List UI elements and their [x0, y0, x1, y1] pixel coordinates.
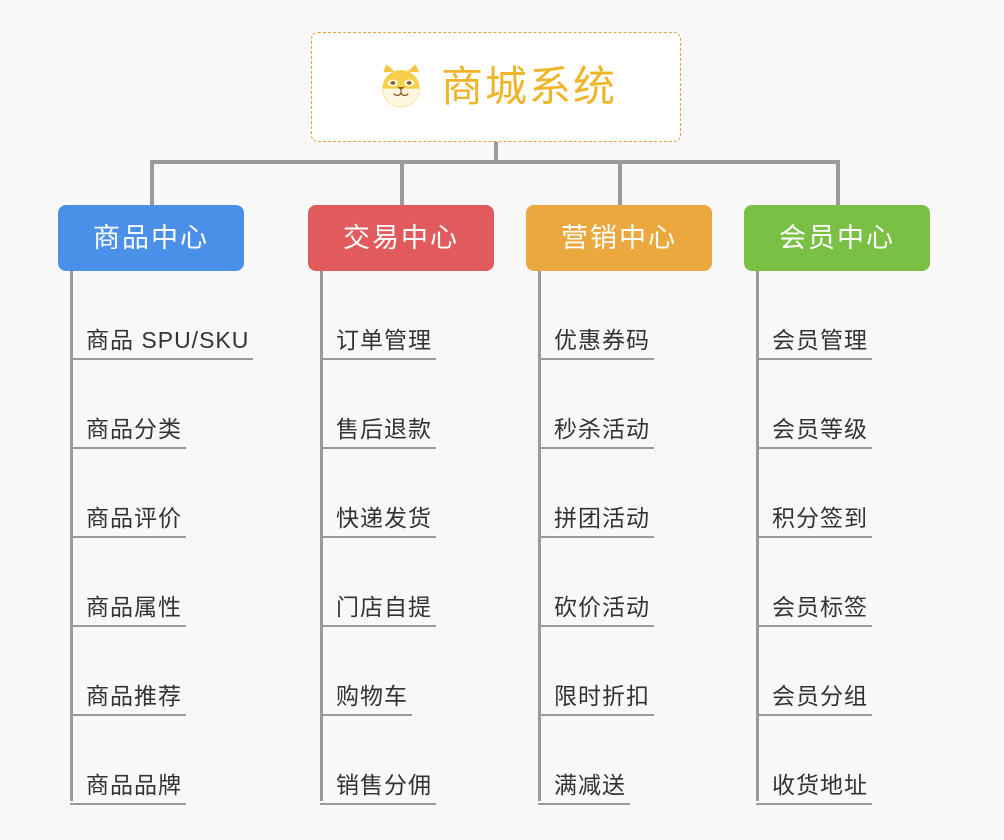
leaf-label: 收货地址: [772, 771, 868, 798]
leaf-item[interactable]: 限时折扣: [538, 627, 712, 716]
leaf-underline: [538, 803, 630, 805]
leaf-item[interactable]: 商品推荐: [70, 627, 244, 716]
leaf-item[interactable]: 满减送: [538, 716, 712, 805]
leaf-label: 会员标签: [772, 593, 868, 620]
leaf-label: 售后退款: [336, 415, 432, 442]
leaf-item[interactable]: 拼团活动: [538, 449, 712, 538]
connector-drop-2: [400, 160, 404, 208]
leaf-label: 商品评价: [86, 504, 182, 531]
leaf-label: 商品推荐: [86, 682, 182, 709]
leaf-label: 限时折扣: [554, 682, 650, 709]
category-column-2: 交易中心 订单管理 售后退款 快递发货 门店自提 购物车 销售分佣: [308, 205, 494, 805]
leaf-underline: [538, 714, 654, 716]
leaf-underline: [756, 714, 872, 716]
leaf-list-4: 会员管理 会员等级 积分签到 会员标签 会员分组 收货地址: [744, 271, 930, 805]
leaf-label: 订单管理: [336, 326, 432, 353]
leaf-item[interactable]: 购物车: [320, 627, 494, 716]
leaf-item[interactable]: 商品评价: [70, 449, 244, 538]
leaf-item[interactable]: 积分签到: [756, 449, 930, 538]
leaf-underline: [70, 536, 186, 538]
leaf-item[interactable]: 商品分类: [70, 360, 244, 449]
leaf-underline: [756, 358, 872, 360]
leaf-item[interactable]: 商品品牌: [70, 716, 244, 805]
leaf-item[interactable]: 商品 SPU/SKU: [70, 271, 254, 360]
leaf-list-3: 优惠券码 秒杀活动 拼团活动 砍价活动 限时折扣 满减送: [526, 271, 712, 805]
leaf-label: 秒杀活动: [554, 415, 650, 442]
category-label-1: 商品中心: [93, 222, 209, 253]
leaf-item[interactable]: 会员管理: [756, 271, 930, 360]
category-header-3[interactable]: 营销中心: [526, 205, 712, 271]
category-label-3: 营销中心: [561, 222, 677, 253]
leaf-label: 商品属性: [86, 593, 182, 620]
leaf-underline: [70, 358, 254, 360]
connector-drop-3: [618, 160, 622, 208]
leaf-label: 会员等级: [772, 415, 868, 442]
category-header-4[interactable]: 会员中心: [744, 205, 930, 271]
leaf-item[interactable]: 商品属性: [70, 538, 244, 627]
root-title: 商城系统: [440, 63, 617, 110]
category-header-2[interactable]: 交易中心: [308, 205, 494, 271]
leaf-underline: [756, 447, 872, 449]
category-column-4: 会员中心 会员管理 会员等级 积分签到 会员标签 会员分组 收货地址: [744, 205, 930, 805]
leaf-label: 商品分类: [86, 415, 182, 442]
leaf-underline: [320, 625, 436, 627]
shiba-dog-icon: [375, 61, 427, 113]
connector-bus-bar: [150, 160, 840, 164]
leaf-underline: [70, 714, 186, 716]
leaf-item[interactable]: 收货地址: [756, 716, 930, 805]
leaf-list-1: 商品 SPU/SKU 商品分类 商品评价 商品属性 商品推荐 商品品牌: [58, 271, 254, 805]
leaf-underline: [756, 536, 872, 538]
leaf-underline: [538, 625, 654, 627]
category-label-2: 交易中心: [343, 222, 459, 253]
leaf-underline: [320, 536, 436, 538]
leaf-underline: [320, 447, 436, 449]
leaf-label: 商品品牌: [86, 771, 182, 798]
category-header-1[interactable]: 商品中心: [58, 205, 244, 271]
leaf-underline: [70, 803, 186, 805]
leaf-label: 满减送: [554, 771, 626, 798]
leaf-label: 购物车: [336, 682, 408, 709]
leaf-item[interactable]: 会员等级: [756, 360, 930, 449]
leaf-item[interactable]: 快递发货: [320, 449, 494, 538]
leaf-underline: [538, 447, 654, 449]
leaf-underline: [538, 358, 654, 360]
leaf-item[interactable]: 会员标签: [756, 538, 930, 627]
leaf-item[interactable]: 秒杀活动: [538, 360, 712, 449]
leaf-item[interactable]: 销售分佣: [320, 716, 494, 805]
connector-drop-4: [836, 160, 840, 208]
leaf-underline: [320, 803, 436, 805]
leaf-label: 商品 SPU/SKU: [86, 326, 250, 353]
connector-root-stem: [494, 142, 498, 163]
leaf-label: 砍价活动: [554, 593, 650, 620]
leaf-label: 会员管理: [772, 326, 868, 353]
leaf-item[interactable]: 订单管理: [320, 271, 494, 360]
leaf-label: 快递发货: [336, 504, 432, 531]
leaf-label: 会员分组: [772, 682, 868, 709]
leaf-label: 优惠券码: [554, 326, 650, 353]
leaf-item[interactable]: 售后退款: [320, 360, 494, 449]
leaf-underline: [320, 714, 412, 716]
leaf-underline: [756, 625, 872, 627]
leaf-list-2: 订单管理 售后退款 快递发货 门店自提 购物车 销售分佣: [308, 271, 494, 805]
root-node[interactable]: 商城系统: [311, 32, 681, 142]
leaf-item[interactable]: 砍价活动: [538, 538, 712, 627]
leaf-underline: [70, 625, 186, 627]
category-label-4: 会员中心: [779, 222, 895, 253]
leaf-label: 拼团活动: [554, 504, 650, 531]
connector-drop-1: [150, 160, 154, 208]
leaf-label: 销售分佣: [336, 771, 432, 798]
leaf-item[interactable]: 门店自提: [320, 538, 494, 627]
leaf-item[interactable]: 会员分组: [756, 627, 930, 716]
leaf-underline: [320, 358, 436, 360]
leaf-label: 积分签到: [772, 504, 868, 531]
leaf-underline: [538, 536, 654, 538]
leaf-item[interactable]: 优惠券码: [538, 271, 712, 360]
leaf-underline: [70, 447, 186, 449]
leaf-underline: [756, 803, 872, 805]
category-column-1: 商品中心 商品 SPU/SKU 商品分类 商品评价 商品属性 商品推荐 商品品牌: [58, 205, 254, 805]
leaf-label: 门店自提: [336, 593, 432, 620]
category-column-3: 营销中心 优惠券码 秒杀活动 拼团活动 砍价活动 限时折扣 满减送: [526, 205, 712, 805]
